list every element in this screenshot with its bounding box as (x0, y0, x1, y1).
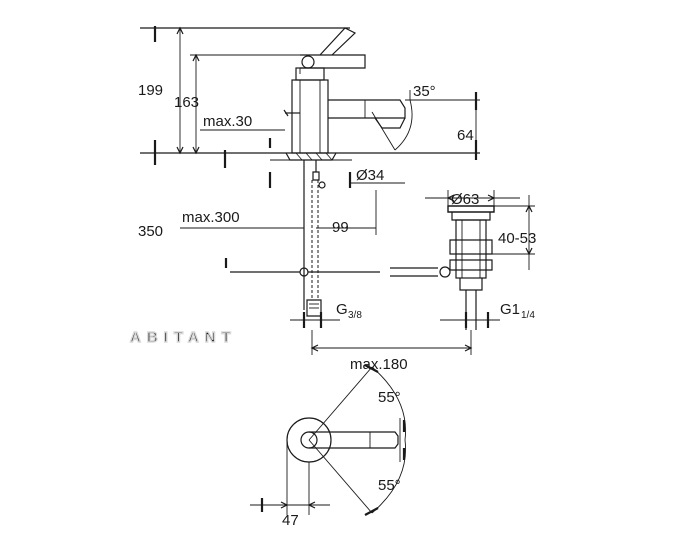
diameter-63: Ø63 (451, 191, 479, 208)
dimension-99: 99 (332, 219, 349, 236)
dimension-lines (176, 26, 535, 355)
angle-55-bottom: 55° (378, 477, 401, 494)
dimension-max300: max.300 (182, 209, 240, 226)
dimension-max180: max.180 (350, 356, 408, 373)
dimension-163: 163 (174, 94, 199, 111)
watermark: ABITANT (130, 329, 237, 346)
thread-g-label: G (336, 301, 348, 318)
thread-g1-fraction: 1/4 (521, 310, 535, 321)
dimension-47: 47 (282, 512, 299, 529)
angle-55-top: 55° (378, 389, 401, 406)
thread-g-fraction: 3/8 (348, 310, 362, 321)
drain-assembly (439, 205, 495, 330)
dimension-max30: max.30 (203, 113, 252, 130)
diameter-34: Ø34 (356, 167, 384, 184)
dimension-64: 64 (457, 127, 474, 144)
dimension-350: 350 (138, 223, 163, 240)
dimension-40-53: 40-53 (498, 230, 536, 247)
angle-35: 35° (413, 83, 436, 100)
dimension-199: 199 (138, 82, 163, 99)
faucet-top-view (250, 364, 407, 516)
thread-g1-label: G1 (500, 301, 520, 318)
faucet-side-view (140, 26, 480, 317)
